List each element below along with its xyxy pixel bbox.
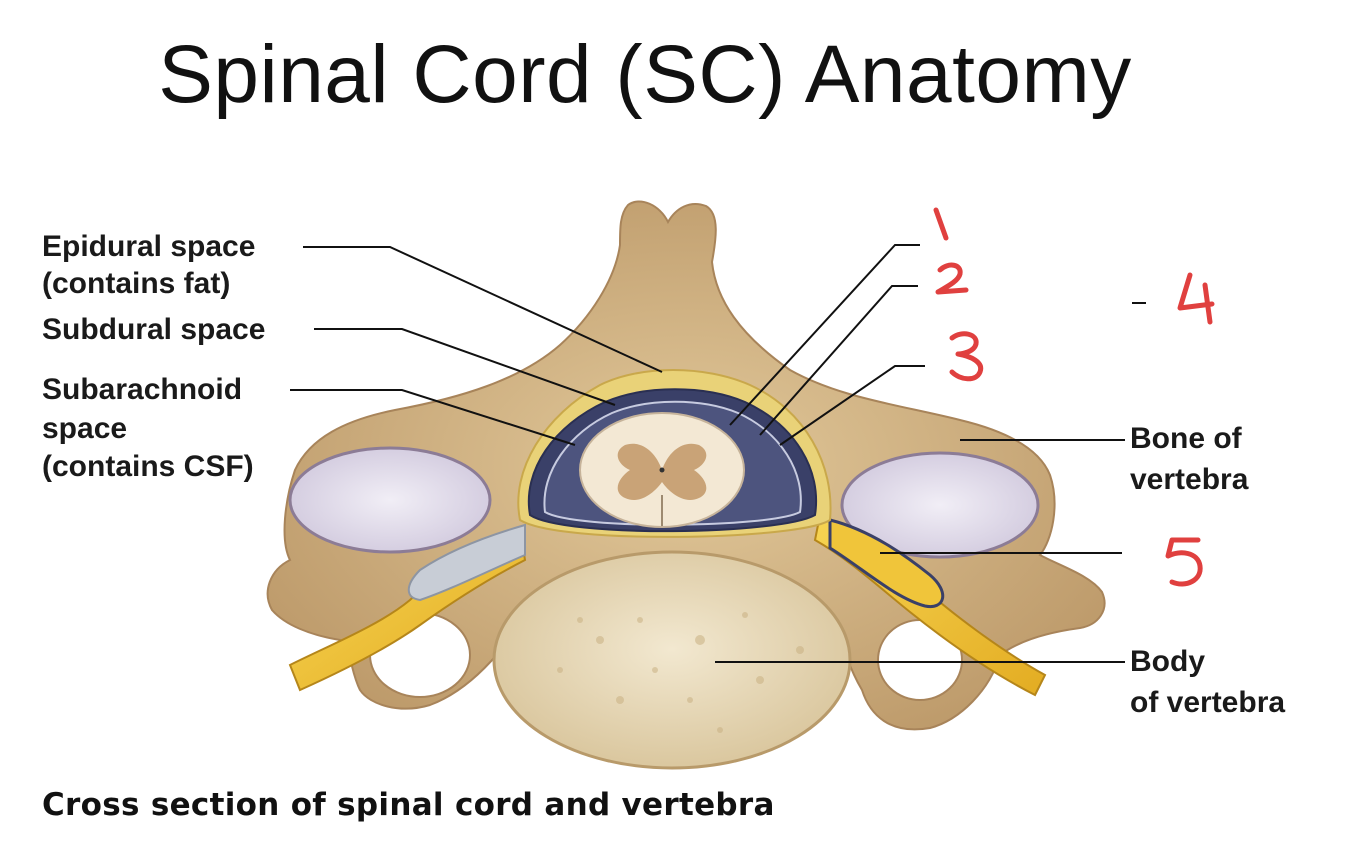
handwritten-2 [935,262,969,295]
label-subarachnoid-line2: space [42,412,128,445]
label-bone-of-vertebra-line2: vertebra [1130,463,1249,496]
handwritten-numbers [933,207,1215,587]
left-facet-cavity [288,446,492,554]
label-subarachnoid-line3: (contains CSF) [42,450,254,483]
handwritten-4 [1177,272,1215,325]
vertebral-body [492,550,852,770]
label-body-of-vertebra-line1: Body [1130,645,1205,678]
page-title: Spinal Cord (SC) Anatomy [158,29,1132,120]
handwritten-1 [933,207,949,241]
leader-lines [290,244,1146,663]
leader-2 [759,285,918,436]
right-nerve-ganglion [828,518,945,609]
label-epidural-space-line1: Epidural space [42,230,256,263]
central-canal [659,467,665,473]
label-subdural-space: Subdural space [42,313,266,346]
right-facet-cavity [840,451,1040,559]
figure-caption: Cross section of spinal cord and vertebr… [42,787,775,823]
leader-subarachnoid [290,389,576,446]
label-body-of-vertebra-line2: of vertebra [1130,686,1286,719]
left-nerve-sheath [407,523,526,602]
label-subarachnoid-line1: Subarachnoid [42,373,243,406]
label-bone-of-vertebra-line1: Bone of [1130,422,1242,455]
vertebral-body-texture [557,612,804,733]
handwritten-3 [949,331,984,382]
leader-3 [779,365,925,446]
leader-epidural [303,246,663,373]
handwritten-5 [1165,537,1203,587]
leader-1 [729,244,920,426]
leader-subdural [314,328,616,406]
label-epidural-space-line2: (contains fat) [42,267,231,300]
